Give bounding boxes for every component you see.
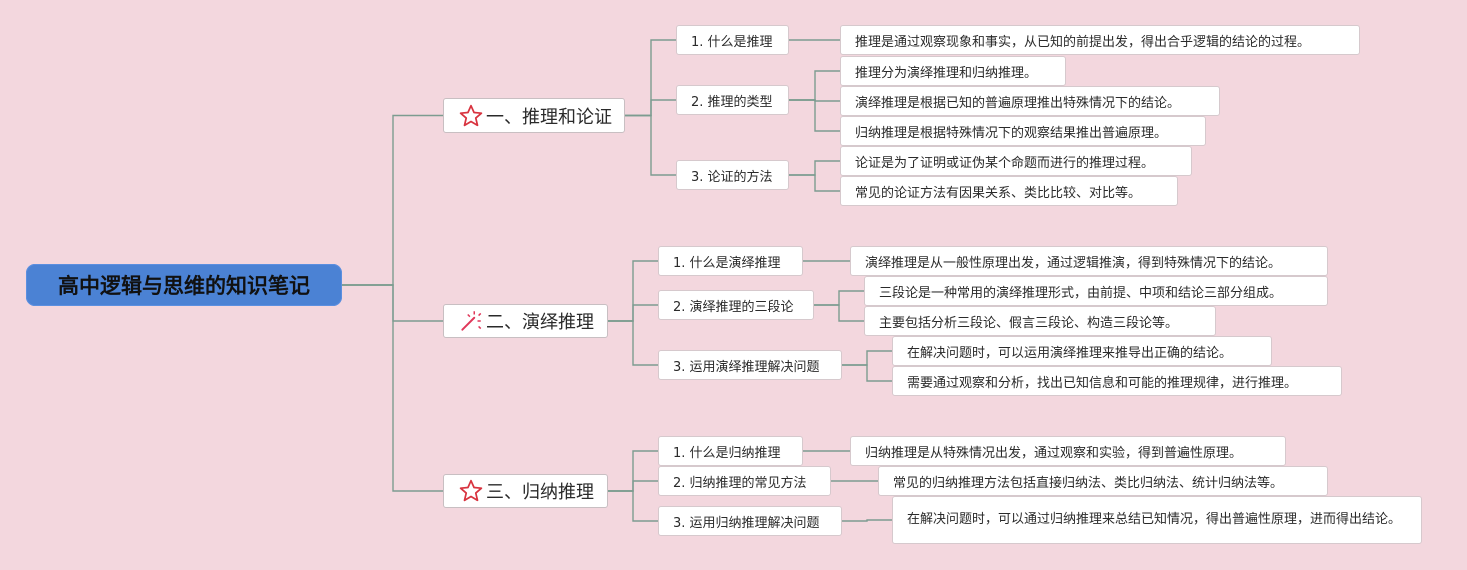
- branch-topic-connector: [608, 320, 658, 366]
- note-node[interactable]: 论证是为了证明或证伪某个命题而进行的推理过程。: [840, 146, 1192, 176]
- topic-node[interactable]: 3. 运用演绎推理解决问题: [658, 350, 842, 380]
- topic-node[interactable]: 1. 什么是演绎推理: [658, 246, 803, 276]
- note-node[interactable]: 归纳推理是根据特殊情况下的观察结果推出普遍原理。: [840, 116, 1206, 146]
- branch-title: 三、归纳推理: [486, 482, 594, 503]
- topic-note-connector: [789, 160, 840, 176]
- root-branch-connector: [342, 114, 443, 286]
- note-node[interactable]: 归纳推理是从特殊情况出发，通过观察和实验，得到普遍性原理。: [850, 436, 1286, 466]
- topic-node[interactable]: 2. 推理的类型: [676, 85, 789, 115]
- topic-note-connector: [842, 364, 892, 382]
- branch-topic-connector: [625, 99, 676, 117]
- note-node[interactable]: 在解决问题时，可以通过归纳推理来总结已知情况，得出普遍性原理，进而得出结论。: [892, 496, 1422, 544]
- topic-node[interactable]: 3. 论证的方法: [676, 160, 789, 190]
- star-outline-icon: [458, 478, 484, 504]
- note-node[interactable]: 演绎推理是从一般性原理出发，通过逻辑推演，得到特殊情况下的结论。: [850, 246, 1328, 276]
- branch-topic-connector: [625, 114, 676, 176]
- note-node[interactable]: 推理分为演绎推理和归纳推理。: [840, 56, 1066, 86]
- root-node[interactable]: 高中逻辑与思维的知识笔记: [26, 264, 342, 306]
- note-node[interactable]: 演绎推理是根据已知的普遍原理推出特殊情况下的结论。: [840, 86, 1220, 116]
- note-node[interactable]: 在解决问题时，可以运用演绎推理来推导出正确的结论。: [892, 336, 1272, 366]
- branch-title: 二、演绎推理: [486, 312, 594, 333]
- star-outline-icon: [458, 103, 484, 129]
- topic-note-connector: [789, 174, 840, 192]
- branch-topic-connector: [608, 304, 658, 322]
- topic-note-connector: [842, 519, 892, 522]
- topic-node[interactable]: 2. 归纳推理的常见方法: [658, 466, 831, 496]
- note-node[interactable]: 主要包括分析三段论、假言三段论、构造三段论等。: [864, 306, 1216, 336]
- branch-title: 一、推理和论证: [486, 106, 612, 128]
- topic-note-connector: [814, 304, 864, 322]
- topic-note-connector: [789, 70, 840, 101]
- branch-node[interactable]: 一、推理和论证: [443, 98, 625, 133]
- topic-note-connector: [814, 290, 864, 306]
- note-node[interactable]: 需要通过观察和分析，找出已知信息和可能的推理规律，进行推理。: [892, 366, 1342, 396]
- topic-node[interactable]: 3. 运用归纳推理解决问题: [658, 506, 842, 536]
- topic-note-connector: [842, 350, 892, 366]
- branch-node[interactable]: 三、归纳推理: [443, 474, 608, 508]
- branch-node[interactable]: 二、演绎推理: [443, 304, 608, 338]
- note-node[interactable]: 推理是通过观察现象和事实，从已知的前提出发，得出合乎逻辑的结论的过程。: [840, 25, 1360, 55]
- note-node[interactable]: 三段论是一种常用的演绎推理形式，由前提、中项和结论三部分组成。: [864, 276, 1328, 306]
- topic-node[interactable]: 1. 什么是归纳推理: [658, 436, 803, 466]
- note-node[interactable]: 常见的归纳推理方法包括直接归纳法、类比归纳法、统计归纳法等。: [878, 466, 1328, 496]
- magic-wand-icon: [458, 308, 484, 334]
- branch-topic-connector: [608, 490, 658, 522]
- branch-topic-connector: [608, 480, 658, 492]
- note-node[interactable]: 常见的论证方法有因果关系、类比比较、对比等。: [840, 176, 1178, 206]
- root-branch-connector: [342, 284, 443, 492]
- topic-note-connector: [789, 99, 840, 132]
- topic-node[interactable]: 2. 演绎推理的三段论: [658, 290, 814, 320]
- topic-node[interactable]: 1. 什么是推理: [676, 25, 789, 55]
